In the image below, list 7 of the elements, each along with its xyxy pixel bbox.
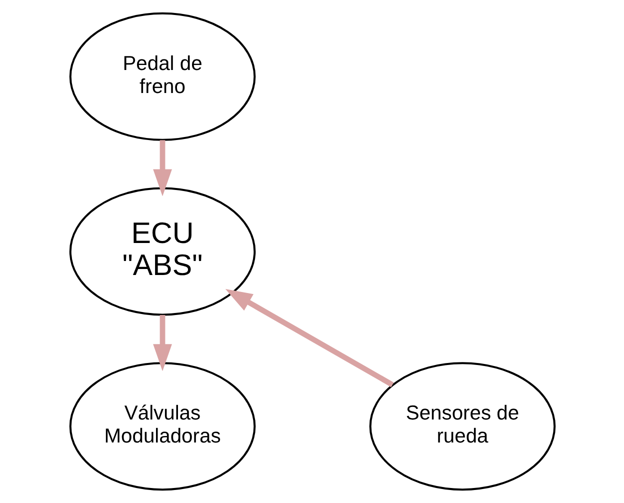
arrow (152, 140, 172, 196)
arrow (152, 315, 172, 372)
arrow (224, 288, 394, 388)
node-ellipse: ECU "ABS" (68, 187, 256, 316)
node-ellipse: Pedal de freno (68, 12, 256, 141)
node-ellipse: Sensores de rueda (368, 362, 556, 491)
node-ellipse: Válvulas Moduladoras (68, 362, 256, 491)
